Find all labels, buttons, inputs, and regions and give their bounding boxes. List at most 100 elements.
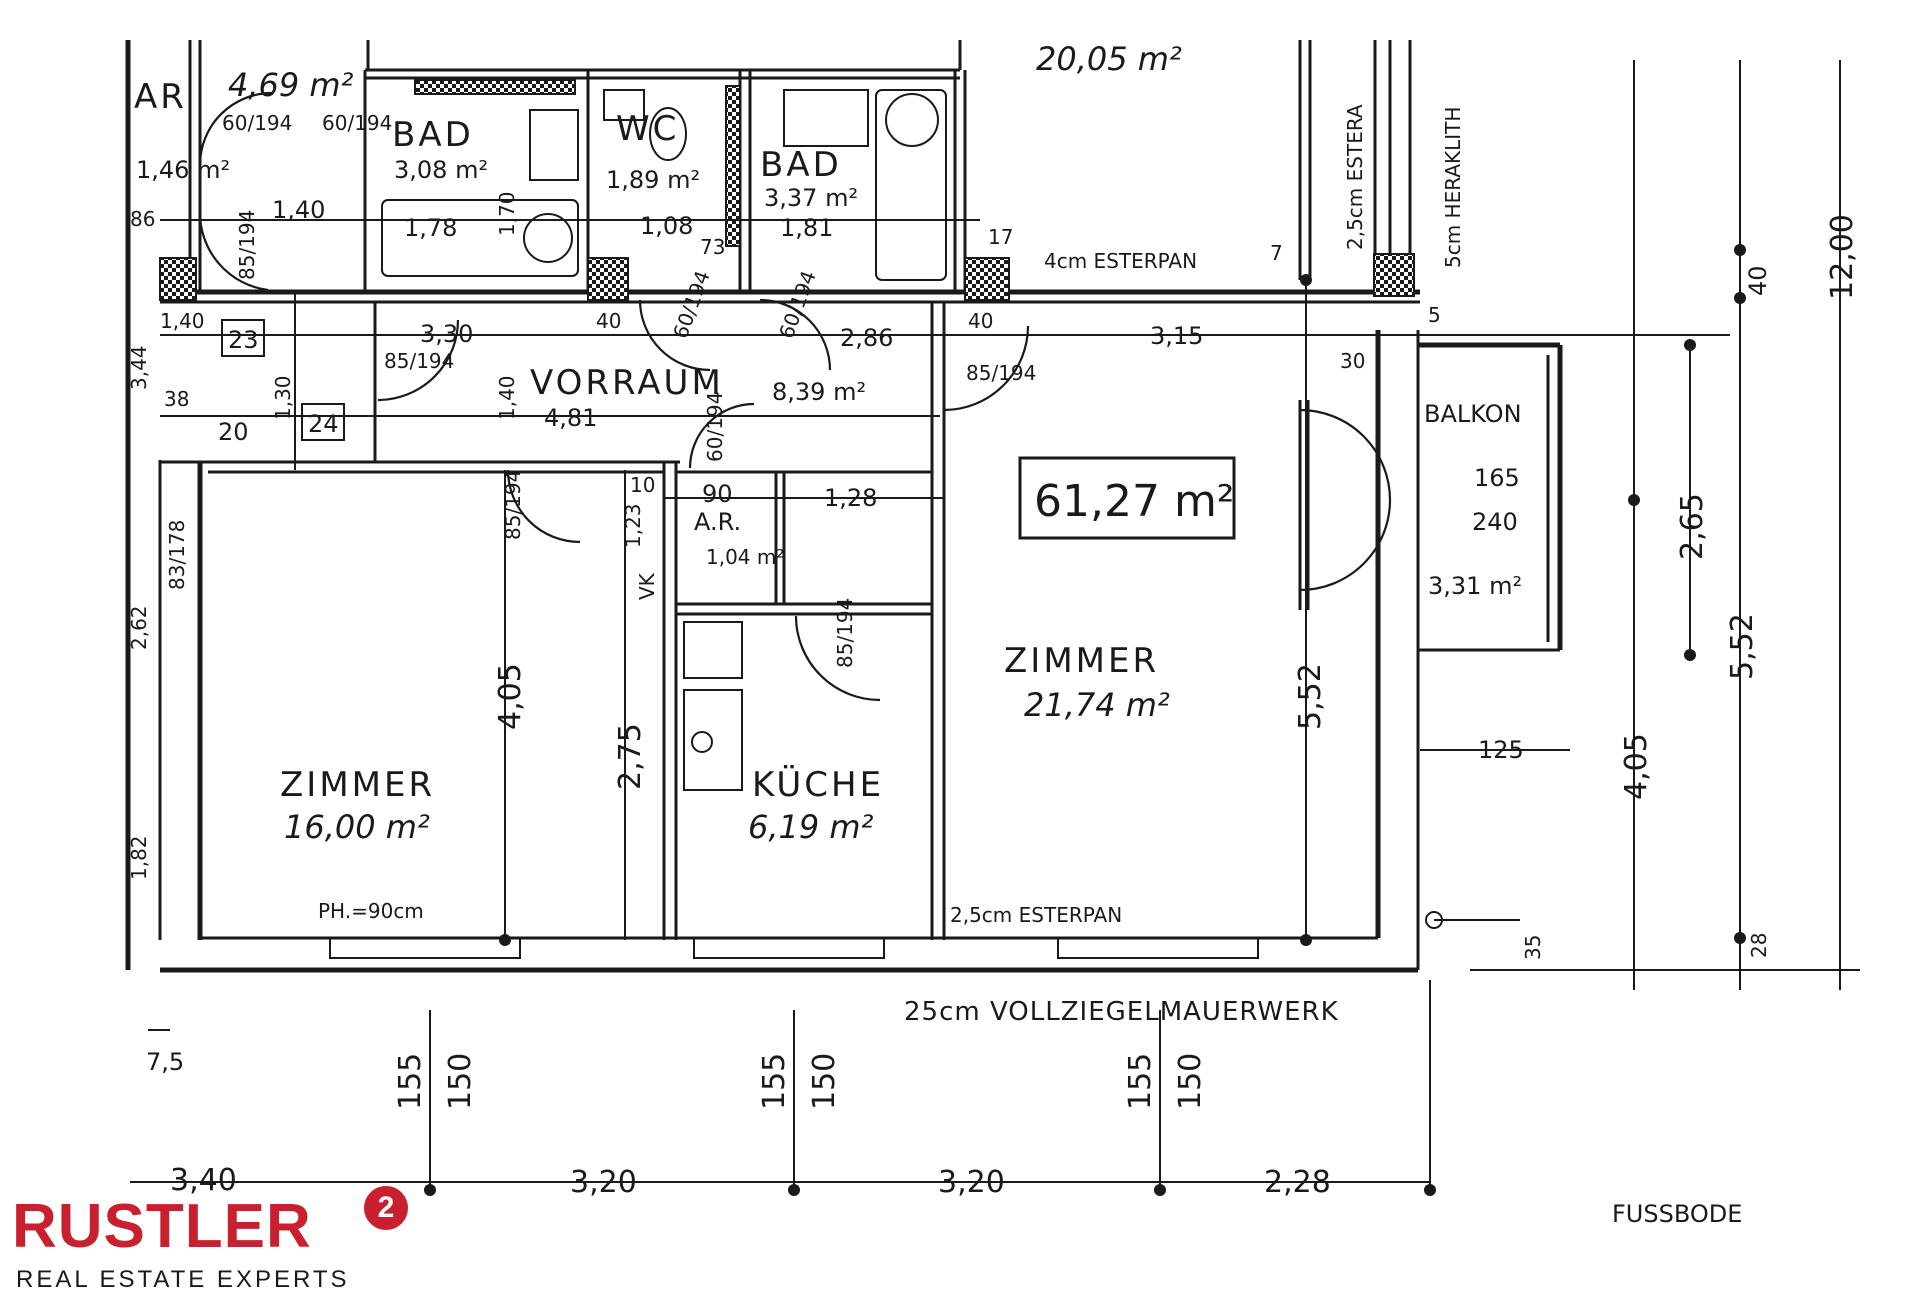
room-area-flur: 4,69 m² — [228, 66, 354, 104]
dim-right-35: 35 — [1521, 935, 1545, 960]
door-mark-5: 60/194 — [774, 267, 821, 341]
dim-misc-10: 10 — [630, 473, 655, 497]
marker-24: 24 — [308, 410, 339, 438]
dim-misc-240: 240 — [1472, 508, 1518, 536]
room-area-bad2: 3,37 m² — [764, 184, 858, 212]
room-name-ar-left: AR — [134, 77, 187, 117]
room-area-zimmer-right: 21,74 m² — [1024, 686, 1170, 724]
room-area-neighbour: 20,05 m² — [1036, 40, 1182, 78]
room-name-kueche: KÜCHE — [752, 764, 884, 805]
dim-misc-165: 165 — [1474, 464, 1520, 492]
dim-corr-286: 2,86 — [840, 324, 893, 352]
room-area-bad1: 3,08 m² — [394, 156, 488, 184]
dim-corr-40a: 40 — [596, 309, 621, 333]
note-fussboden: FUSSBODE — [1612, 1200, 1742, 1228]
dim-misc-262: 2,62 — [127, 605, 151, 650]
dim-top-181: 1,81 — [780, 214, 833, 242]
dim-vert-140: 1,40 — [495, 375, 519, 420]
note-heraklith: 5cm HERAKLITH — [1441, 107, 1465, 268]
dim-top-140: 1,40 — [272, 196, 325, 224]
note-esterpan-25: 2,5cm ESTERPAN — [950, 903, 1122, 927]
door-swings — [198, 91, 1392, 702]
walls — [125, 40, 1563, 973]
dim-corr-38: 38 — [164, 387, 189, 411]
dim-misc-128: 1,28 — [824, 484, 877, 512]
door-mark-10: 85/194 — [235, 210, 259, 280]
note-esterpan-4: 4cm ESTERPAN — [1044, 249, 1197, 273]
dim-win1-outer: 155 — [393, 1053, 428, 1110]
dim-vert-552: 5,52 — [1293, 663, 1328, 730]
dim-misc-73: 73 — [700, 235, 725, 259]
total-area-frame — [1018, 456, 1236, 540]
dimension-labels: 3,40 3,20 3,20 2,28 155 150 155 150 155 … — [127, 111, 1860, 1200]
dim-win3-outer: 155 — [1123, 1053, 1158, 1110]
dim-bottom-1: 3,40 — [170, 1163, 237, 1198]
brand-tagline: REAL ESTATE EXPERTS — [16, 1266, 350, 1293]
room-area-vorraum: 8,39 m² — [772, 378, 866, 406]
room-area-kueche: 6,19 m² — [748, 808, 874, 846]
dim-win2-inner: 150 — [807, 1053, 842, 1110]
note-ph: PH.=90cm — [318, 899, 424, 923]
room-area-ar-left: 1,46 m² — [136, 156, 230, 184]
marker-23: 23 — [228, 326, 259, 354]
room-name-bad1: BAD — [392, 115, 474, 155]
dim-bottom-3: 3,20 — [938, 1165, 1005, 1200]
dim-right-28: 28 — [1747, 933, 1771, 958]
dim-right-1200: 12,00 — [1825, 214, 1860, 300]
room-name-wc: WC — [616, 109, 679, 149]
dim-win3-inner: 150 — [1173, 1053, 1208, 1110]
room-name-vorraum: VORRAUM — [530, 363, 724, 403]
dim-corr-140: 1,40 — [160, 309, 205, 333]
note-mauerwerk: 25cm VOLLZIEGELMAUERWERK — [904, 997, 1339, 1027]
dim-top-86: 86 — [130, 207, 155, 231]
note-vk: VK — [635, 572, 659, 600]
fixtures — [381, 89, 947, 791]
door-mark-4: 60/194 — [668, 267, 715, 341]
room-name-zimmer-left: ZIMMER — [280, 765, 435, 805]
notes: PH.=90cm 4cm ESTERPAN 2,5cm ESTERPAN 2,5… — [318, 104, 1742, 1228]
dim-top-170: 1,70 — [495, 191, 519, 236]
dimension-lines — [130, 60, 1860, 1196]
dim-misc-481: 4,81 — [544, 404, 597, 432]
dim-bottom-4: 2,28 — [1264, 1165, 1331, 1200]
room-name-zimmer-right: ZIMMER — [1004, 641, 1159, 681]
door-mark-8: 60/194 — [703, 392, 727, 462]
door-mark-7: 85/194 — [501, 470, 525, 540]
room-area-balkon: 3,31 m² — [1428, 572, 1522, 600]
room-labels: 4,69 m² AR 1,46 m² BAD 3,08 m² WC 1,89 m… — [134, 40, 1522, 846]
shafts — [159, 79, 1415, 301]
dim-top-178: 1,78 — [404, 214, 457, 242]
door-mark-1: 60/194 — [222, 111, 292, 135]
dim-corr-5: 5 — [1428, 303, 1441, 327]
dim-vert-344: 3,44 — [127, 345, 151, 390]
dim-top-108: 1,08 — [640, 212, 693, 240]
dim-misc-90: 90 — [702, 480, 733, 508]
door-mark-9: 85/194 — [833, 598, 857, 668]
dim-corr-130: 1,30 — [271, 375, 295, 420]
dim-right-40: 40 — [1744, 265, 1772, 296]
dim-right-125: 125 — [1478, 736, 1524, 764]
room-name-balkon: BALKON — [1424, 400, 1522, 428]
dim-win1-inner: 150 — [443, 1053, 478, 1110]
dim-corr-40b: 40 — [968, 309, 993, 333]
markers: 23 24 — [221, 319, 345, 441]
dim-misc-7: 7 — [1270, 241, 1283, 265]
room-area-wc: 1,89 m² — [606, 166, 700, 194]
door-mark-6: 85/194 — [966, 361, 1036, 385]
dim-right-552: 5,52 — [1725, 613, 1760, 680]
room-area-zimmer-left: 16,00 m² — [284, 808, 430, 846]
dim-right-265: 2,65 — [1675, 493, 1710, 560]
brand-badge: 2 — [364, 1186, 408, 1230]
dim-corr-330: 3,30 — [420, 320, 473, 348]
note-esterpan-25b: 2,5cm ESTERA — [1343, 104, 1367, 250]
dim-bottom-2: 3,20 — [570, 1165, 637, 1200]
dim-vert-123: 1,23 — [621, 503, 645, 548]
total-area: 61,27 m² — [1034, 476, 1234, 527]
dim-misc-182: 1,82 — [127, 835, 151, 880]
brand-logo: RUSTLER 2 REAL ESTATE EXPERTS — [12, 1186, 432, 1293]
dim-right-405: 4,05 — [1619, 733, 1654, 800]
windows — [329, 937, 1259, 959]
room-name-ar-center: A.R. — [694, 508, 741, 536]
dim-misc-17: 17 — [988, 225, 1013, 249]
